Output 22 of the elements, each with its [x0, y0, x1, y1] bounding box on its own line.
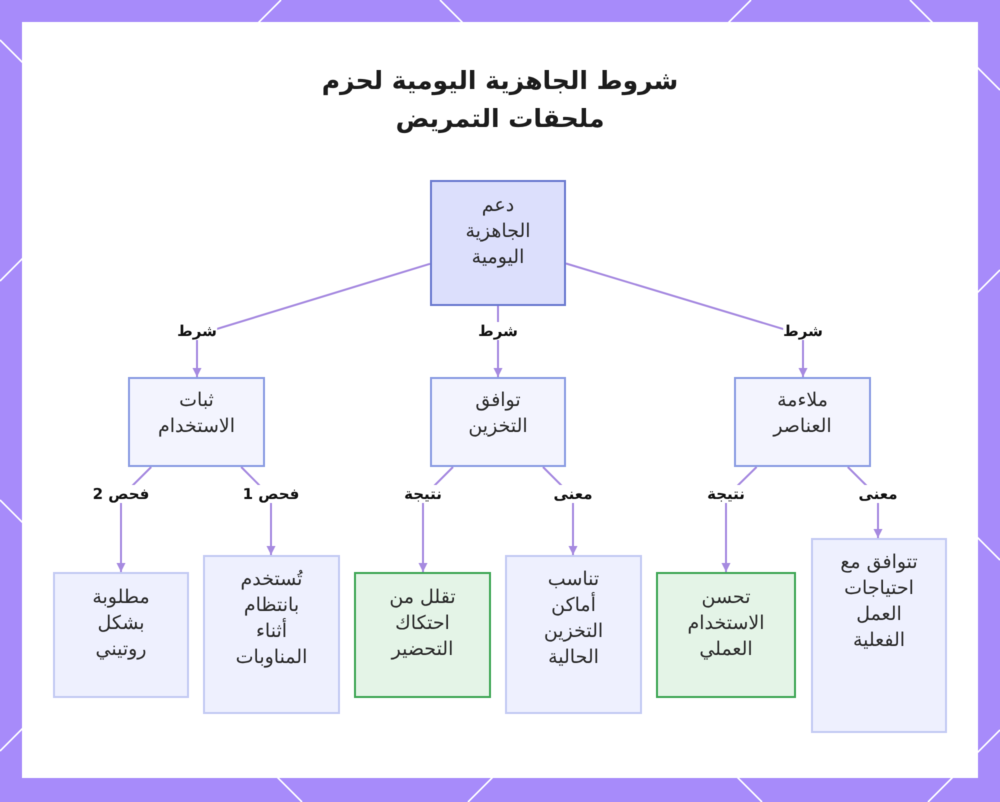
connector-arrow [566, 262, 808, 377]
root-box: دعم الجاهزية اليومية [430, 180, 566, 306]
title: شروط الجاهزية اليومية لحزم ملحقات التمريض [320, 65, 680, 136]
branch-box: ملاءمة العناصر [734, 377, 871, 467]
edge-label: نتيجة [707, 485, 745, 503]
branch-box: ثبات الاستخدام [128, 377, 265, 467]
connector-arrow [192, 262, 430, 377]
edge-label: فحص 1 [242, 485, 300, 503]
leaf-box: مطلوبة بشكل روتيني [53, 572, 189, 698]
leaf-box: تُستخدم بانتظام أثناء المناوبات [203, 555, 340, 714]
edge-label: معنى [858, 485, 898, 503]
edge-label: فحص 2 [92, 485, 150, 503]
edge-label: معنى [553, 485, 593, 503]
edge-label: شرط [783, 322, 823, 340]
edge-label: شرط [478, 322, 518, 340]
result-box: تحسن الاستخدام العملي [656, 572, 796, 698]
leaf-box: تتوافق مع احتياجات العمل الفعلية [811, 538, 947, 733]
edge-label: شرط [177, 322, 217, 340]
leaf-box: تناسب أماكن التخزين الحالية [505, 555, 642, 714]
branch-box: توافق التخزين [430, 377, 566, 467]
result-box: تقلل من احتكاك التحضير [354, 572, 491, 698]
edge-label: نتيجة [404, 485, 442, 503]
